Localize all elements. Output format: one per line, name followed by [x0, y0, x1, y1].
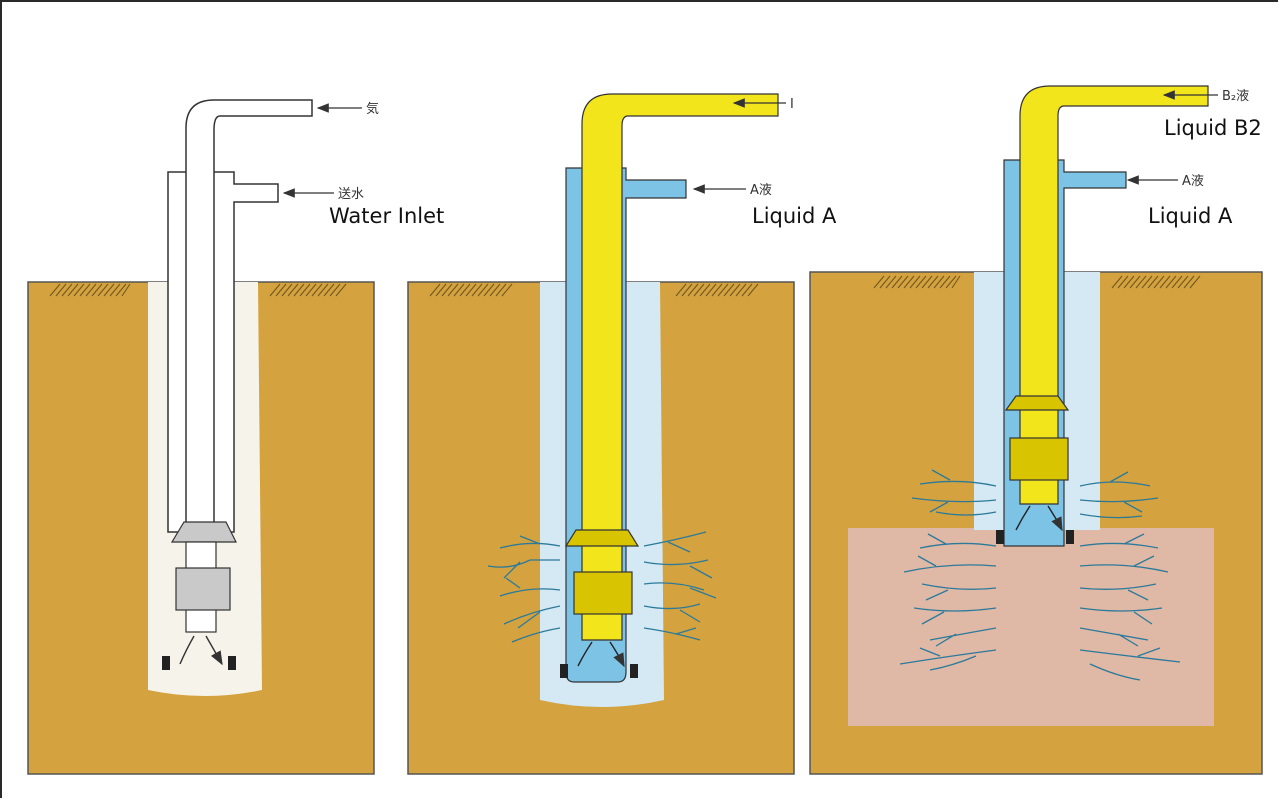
outflow-arrows: [577, 641, 624, 666]
seal-left: [996, 530, 1004, 544]
sleeve-block: [175, 567, 231, 611]
sleeve-block: [1009, 437, 1069, 481]
lower-input-jp: A液: [750, 183, 772, 198]
liquid-b-cracks: [899, 533, 1181, 681]
sleeve-block: [573, 571, 633, 615]
ground-hatching: [429, 283, 759, 297]
panel-3: B₂液 Liquid B2 A液 Liquid A: [809, 85, 1263, 775]
panel-1: 気 送水 Water Inlet: [27, 99, 444, 775]
panel-2: I A液 Liquid A: [407, 93, 837, 775]
lower-input-jp: 送水: [338, 187, 364, 202]
ground-hatching: [49, 283, 347, 297]
lower-input-jp: A液: [1182, 174, 1204, 189]
outflow-arrows: [1015, 505, 1062, 530]
packer: [1004, 395, 1070, 411]
liquid-b2-label: Liquid B2: [1164, 116, 1262, 140]
packer: [564, 529, 640, 547]
upper-input-jp: B₂液: [1222, 89, 1249, 104]
seal-right: [1066, 530, 1074, 544]
seal-left: [162, 656, 170, 670]
seal-right: [228, 656, 236, 670]
upper-input-jp: 気: [366, 101, 379, 117]
ground-hatching: [873, 275, 1201, 289]
improved-soil-zone: [848, 528, 1214, 726]
liquid-a-label: Liquid A: [752, 204, 837, 228]
liquid-a-cracks: [487, 531, 717, 643]
liquid-a-cracks: [911, 469, 1159, 519]
injection-pipe-inner: [185, 99, 313, 533]
liquid-a-label: Liquid A: [1148, 204, 1233, 228]
upper-input-jp: I: [790, 97, 794, 112]
seal-left: [560, 664, 568, 678]
outflow-arrows: [179, 635, 222, 664]
seal-right: [630, 664, 638, 678]
packer: [170, 521, 237, 543]
water-inlet-label: Water Inlet: [329, 204, 444, 228]
